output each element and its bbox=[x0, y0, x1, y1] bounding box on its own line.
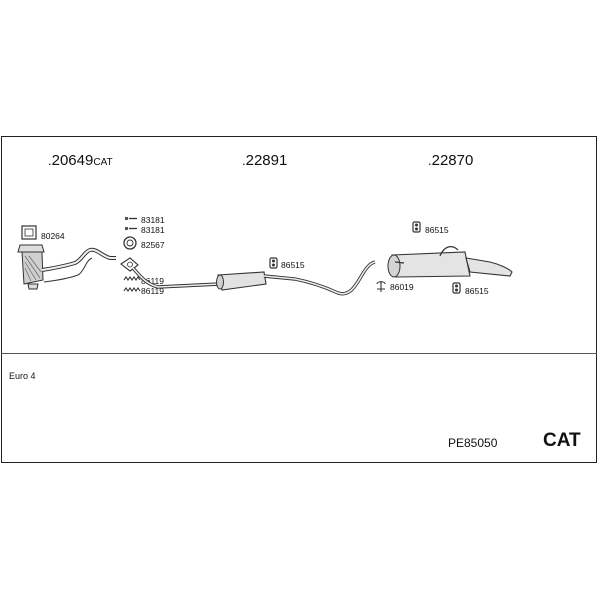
rubber-hanger-icon bbox=[412, 221, 421, 233]
part-number-spring-a: 86119 bbox=[141, 276, 165, 286]
part-number-hanger-rear-top: 86515 bbox=[425, 225, 449, 235]
group-number: 22891 bbox=[245, 152, 288, 169]
ring-gasket-icon bbox=[123, 236, 137, 250]
gasket-front-icon bbox=[21, 225, 37, 240]
group-number: 20649 bbox=[51, 152, 94, 169]
group-label-middle: .22891 bbox=[242, 152, 288, 169]
part-number-ring-gasket: 82567 bbox=[141, 240, 165, 250]
section-divider bbox=[1, 353, 597, 354]
clamp-icon bbox=[376, 281, 386, 292]
group-number: 22870 bbox=[431, 152, 474, 169]
catalytic-converter-icon bbox=[17, 244, 116, 290]
part-number-hanger-mid: 86515 bbox=[281, 260, 305, 270]
group-suffix: CAT bbox=[93, 157, 113, 168]
part-number-bolt-b: 83181 bbox=[141, 225, 165, 235]
emission-note: Euro 4 bbox=[9, 371, 36, 381]
rubber-hanger-icon bbox=[269, 257, 278, 269]
rear-silencer-icon bbox=[387, 246, 513, 278]
part-number-clamp: 86019 bbox=[390, 282, 414, 292]
group-label-rear: .22870 bbox=[428, 152, 474, 169]
spring-icon bbox=[123, 287, 141, 292]
part-number-hanger-rear-bottom: 86515 bbox=[465, 286, 489, 296]
model-code: PE85050 bbox=[448, 436, 498, 450]
bolt-icon bbox=[125, 217, 137, 220]
middle-pipe-icon bbox=[131, 260, 376, 296]
rubber-hanger-icon bbox=[452, 282, 461, 294]
bolt-icon bbox=[125, 227, 137, 230]
spring-icon bbox=[123, 276, 141, 281]
diagram-frame bbox=[1, 136, 597, 463]
system-type-label: CAT bbox=[543, 430, 581, 451]
part-number-spring-b: 86119 bbox=[141, 286, 165, 296]
part-number-gasket-front: 80264 bbox=[41, 231, 65, 241]
group-label-catalyst: .20649CAT bbox=[48, 152, 113, 169]
part-number-bolt-a: 83181 bbox=[141, 215, 165, 225]
